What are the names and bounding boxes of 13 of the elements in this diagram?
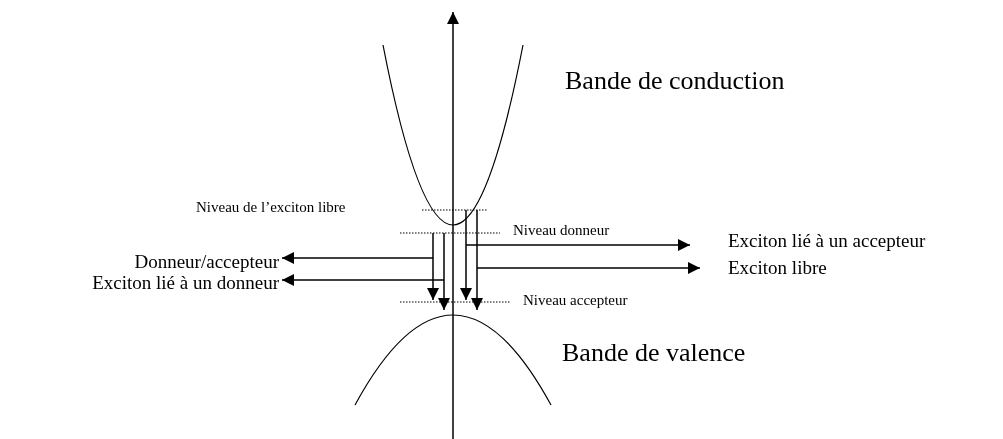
emission-label: Exciton lié à un donneur: [92, 273, 279, 292]
emission-label: Exciton libre: [728, 258, 827, 277]
level-label: Niveau donneur: [513, 223, 610, 238]
arrow: [281, 252, 434, 264]
level-label: Niveau de l’exciton libre: [196, 200, 346, 215]
level-label: Niveau accepteur: [523, 293, 628, 308]
emission-label: Exciton lié à un accepteur: [728, 231, 926, 250]
arrow: [465, 239, 691, 251]
arrow: [476, 262, 701, 274]
arrow: [281, 274, 445, 286]
band-label: Bande de valence: [562, 340, 746, 366]
band-label: Bande de conduction: [565, 68, 785, 94]
emission-label: Donneur/accepteur: [134, 252, 279, 271]
